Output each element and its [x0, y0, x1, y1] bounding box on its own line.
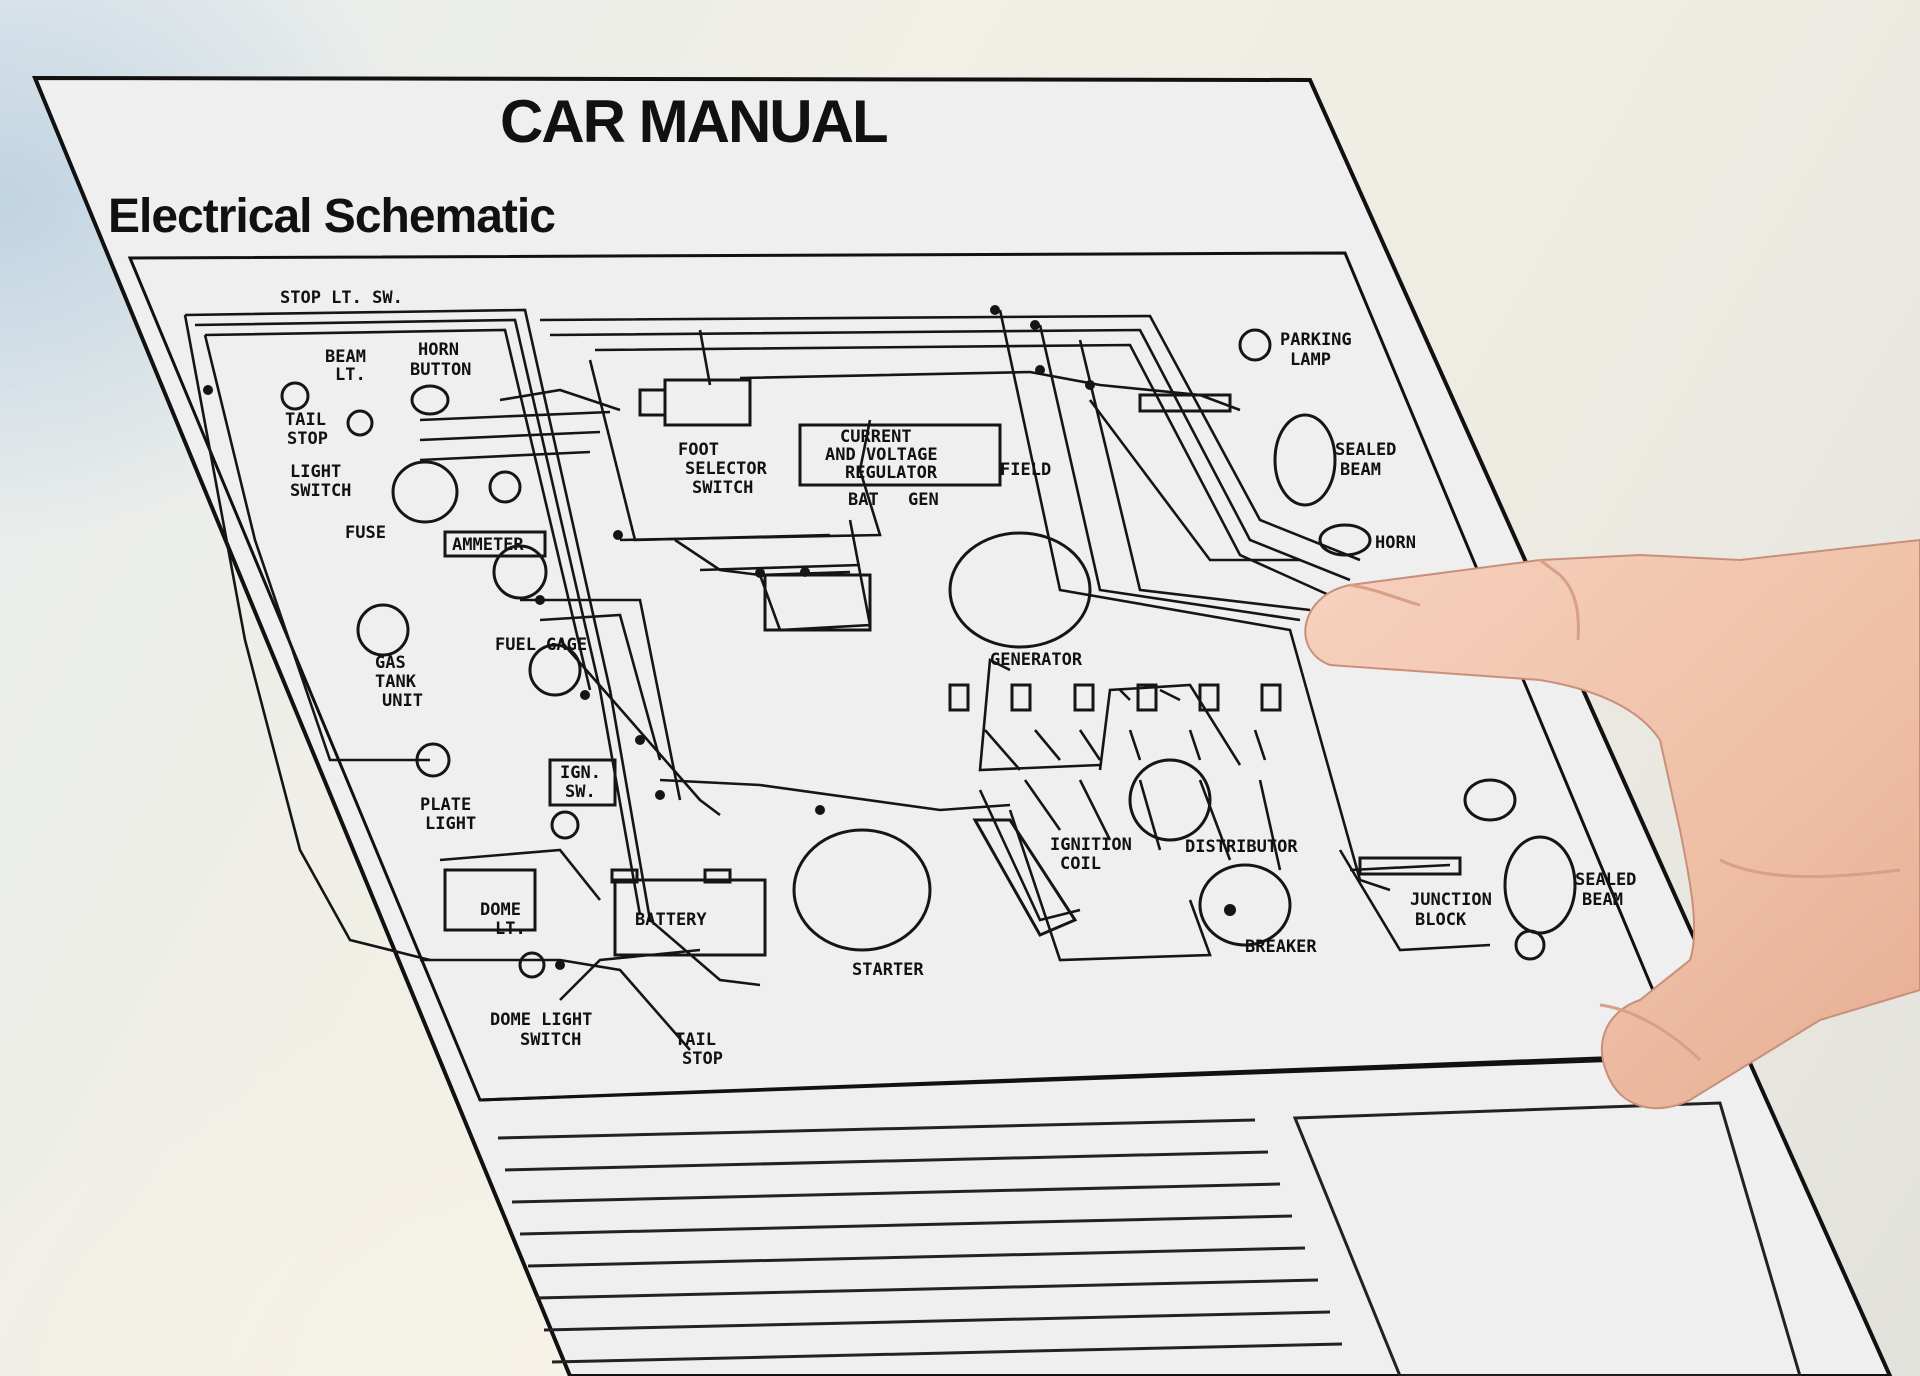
page-subtitle: Electrical Schematic — [108, 190, 555, 243]
label-fuse: FUSE — [345, 523, 386, 543]
svg-text:SW.: SW. — [565, 782, 596, 802]
paper — [32, 75, 1893, 1376]
label-sealed-beam-bottom: SEALED — [1575, 870, 1636, 890]
svg-text:LT.: LT. — [495, 919, 526, 939]
svg-text:AND VOLTAGE: AND VOLTAGE — [825, 445, 938, 465]
label-distributor: DISTRIBUTOR — [1185, 837, 1298, 857]
junction-dots — [203, 305, 1095, 970]
svg-text:BEAM: BEAM — [1340, 460, 1381, 480]
svg-text:STOP: STOP — [682, 1049, 723, 1069]
label-breaker: BREAKER — [1245, 937, 1317, 957]
svg-text:REGULATOR: REGULATOR — [845, 463, 938, 483]
label-battery: BATTERY — [635, 910, 707, 930]
label-beam-lt: BEAM — [325, 347, 366, 367]
svg-text:SWITCH: SWITCH — [290, 481, 351, 501]
svg-text:LAMP: LAMP — [1290, 350, 1331, 370]
label-parking-lamp: PARKING — [1280, 330, 1352, 350]
label-gen: GEN — [908, 490, 939, 510]
schematic-labels: STOP LT. SW. BEAM LT. HORN BUTTON TAIL S… — [280, 288, 1636, 1069]
svg-text:LT.: LT. — [335, 365, 366, 385]
svg-text:BUTTON: BUTTON — [410, 360, 471, 380]
label-bat: BAT — [848, 490, 879, 510]
label-regulator: CURRENT — [840, 427, 912, 447]
label-junction-block: JUNCTION — [1410, 890, 1492, 910]
label-foot-selector-switch: FOOT — [678, 440, 719, 460]
label-ammeter: AMMETER — [452, 535, 524, 555]
svg-text:BEAM: BEAM — [1582, 890, 1623, 910]
wiring — [183, 308, 1491, 1051]
label-horn-button: HORN — [418, 340, 459, 360]
label-horn: HORN — [1375, 533, 1416, 553]
label-light-switch: LIGHT — [290, 462, 341, 482]
label-ignition-coil: IGNITION — [1050, 835, 1132, 855]
svg-text:UNIT: UNIT — [382, 691, 423, 711]
components — [280, 328, 1577, 979]
svg-text:COIL: COIL — [1060, 854, 1101, 874]
page-title: CAR MANUAL — [500, 88, 887, 155]
svg-text:SWITCH: SWITCH — [520, 1030, 581, 1050]
divider-line — [479, 1056, 1681, 1102]
label-plate-light: PLATE — [420, 795, 471, 815]
svg-text:SWITCH: SWITCH — [692, 478, 753, 498]
label-ign-sw: IGN. — [560, 763, 601, 783]
label-tail-stop: TAIL — [285, 410, 326, 430]
label-sealed-beam-top: SEALED — [1335, 440, 1396, 460]
label-generator: GENERATOR — [990, 650, 1083, 670]
label-dome-light-switch: DOME LIGHT — [490, 1010, 592, 1030]
notes-box — [1292, 1101, 1802, 1376]
label-stop-lt-sw: STOP LT. SW. — [280, 288, 403, 308]
notes-lines — [497, 1118, 1343, 1364]
label-fuel-gage: FUEL GAGE — [495, 635, 587, 655]
hand-illustration — [1304, 538, 1920, 1110]
svg-text:STOP: STOP — [287, 429, 328, 449]
svg-text:BLOCK: BLOCK — [1415, 910, 1467, 930]
label-field: FIELD — [1000, 460, 1051, 480]
svg-text:TANK: TANK — [375, 672, 417, 692]
label-starter: STARTER — [852, 960, 924, 980]
label-tail-stop-rear: TAIL — [675, 1030, 716, 1050]
label-dome-lt: DOME — [480, 900, 521, 920]
svg-text:SELECTOR: SELECTOR — [685, 459, 768, 479]
svg-text:LIGHT: LIGHT — [425, 814, 476, 834]
label-gas-tank: GAS — [375, 653, 406, 673]
